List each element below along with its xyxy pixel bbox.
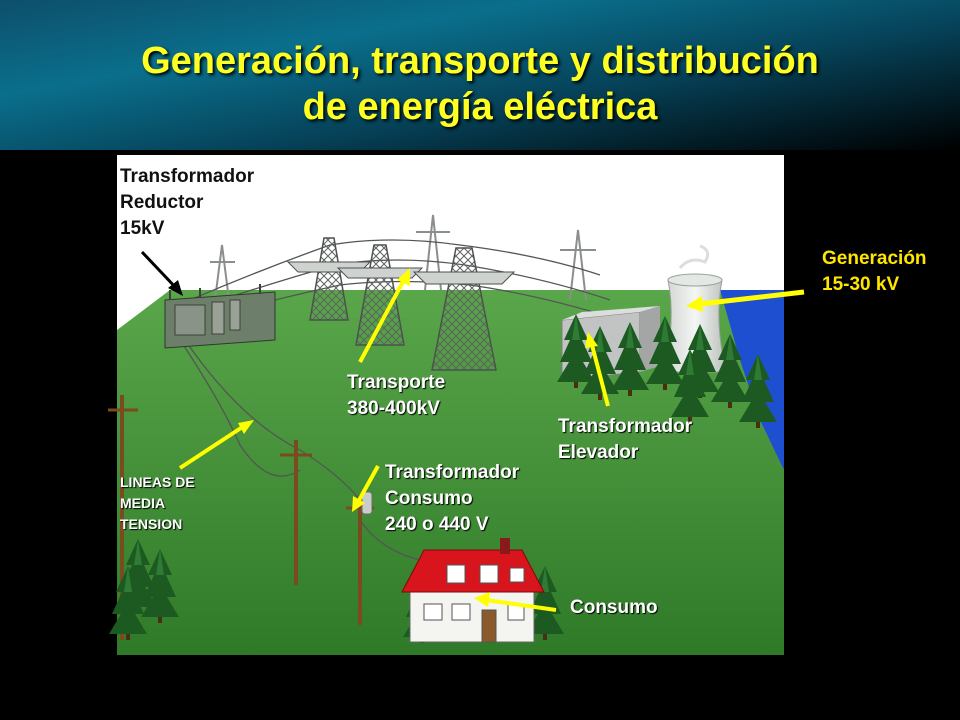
label-arrows — [140, 250, 805, 612]
arrow-consumo-transformer — [356, 465, 380, 503]
arrow-elevador — [590, 344, 610, 407]
arrow-consumo-head — [474, 592, 490, 607]
label-lineas-line-2: MEDIA — [120, 495, 166, 511]
label-consumo-tr-line-2: Consumo — [385, 488, 473, 509]
arrow-reductor — [140, 250, 180, 292]
arrow-lineas — [178, 424, 246, 470]
label-lineas-line-1: LINEAS DE — [120, 474, 195, 490]
label-elevador-line-1: Transformador — [558, 416, 693, 437]
transmission-tower-2 — [336, 244, 424, 346]
label-reductor-line-2: Reductor — [120, 192, 204, 213]
arrow-transporte — [358, 277, 407, 363]
label-transformador-elevador: Transformador Elevador — [558, 414, 692, 466]
title-line-2: de energía eléctrica — [302, 86, 658, 128]
transmission-tower-3 — [412, 247, 516, 371]
label-transporte: Transporte 380-400kV — [347, 370, 445, 422]
label-lineas-line-3: TENSION — [120, 516, 183, 532]
header-gradient-band — [0, 0, 960, 150]
arrow-generacion — [699, 289, 805, 307]
label-transporte-line-2: 380-400kV — [347, 398, 440, 419]
label-reductor-line-3: 15kV — [120, 218, 165, 239]
label-transformador-reductor: Transformador Reductor 15kV — [120, 164, 254, 242]
label-generacion-line-1: Generación — [822, 248, 927, 269]
arrow-generacion-head — [686, 296, 703, 312]
title-line-1: Generación, transporte y distribución — [141, 40, 819, 82]
slide-title: Generación, transporte y distribución de… — [0, 38, 960, 130]
label-generacion: Generación 15-30 kV — [822, 246, 927, 298]
arrow-consumo-transformer-head — [352, 496, 365, 512]
label-elevador-line-2: Elevador — [558, 442, 639, 463]
label-consumo-text: Consumo — [570, 597, 658, 618]
label-transformador-consumo: Transformador Consumo 240 o 440 V — [385, 460, 519, 538]
label-consumo: Consumo — [570, 595, 658, 621]
arrow-reductor-head — [168, 280, 183, 296]
arrow-elevador-head — [585, 332, 598, 348]
arrow-consumo — [485, 598, 557, 612]
label-generacion-line-2: 15-30 kV — [822, 274, 900, 295]
arrow-transporte-head — [397, 268, 410, 286]
label-consumo-tr-line-1: Transformador — [385, 462, 520, 483]
label-consumo-tr-line-3: 240 o 440 V — [385, 514, 489, 535]
step-down-substation — [164, 284, 276, 349]
label-lineas-media-tension: LINEAS DE MEDIA TENSION — [120, 472, 195, 535]
arrow-lineas-head — [238, 420, 254, 434]
distant-towers — [210, 214, 596, 301]
consumer-house — [401, 538, 545, 643]
label-transporte-line-1: Transporte — [347, 372, 446, 393]
label-reductor-line-1: Transformador — [120, 166, 255, 187]
